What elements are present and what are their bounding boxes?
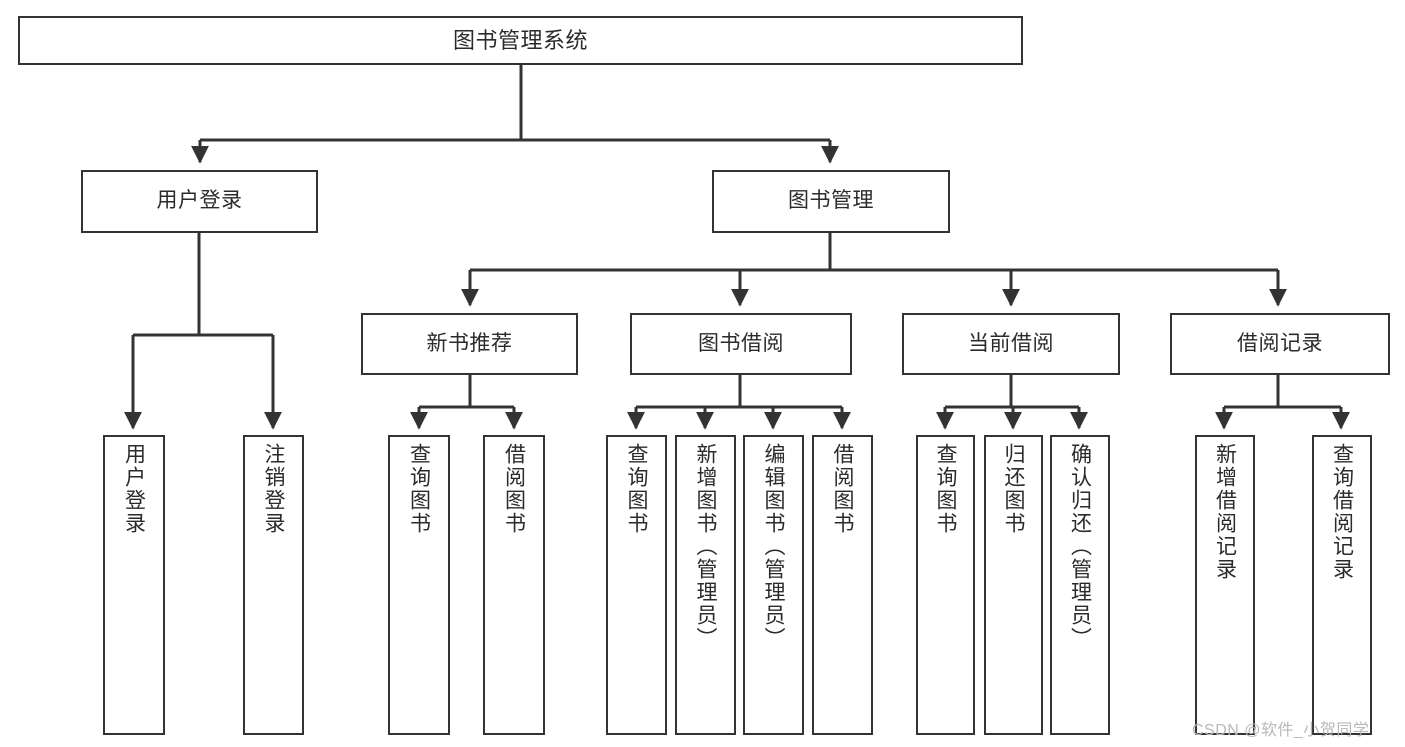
leaf-current-borrow-0[interactable]: 查询图书 <box>916 435 975 735</box>
leaf-new-book-recommend-0[interactable]: 查询图书 <box>388 435 450 735</box>
leaf-book-borrow-1-label: 新增图书（管理员） <box>694 443 717 650</box>
leaf-new-book-recommend-1-label: 借阅图书 <box>502 443 526 535</box>
leaf-borrow-record-0[interactable]: 新增借阅记录 <box>1195 435 1255 735</box>
leaf-current-borrow-2[interactable]: 确认归还（管理员） <box>1050 435 1110 735</box>
leaf-borrow-record-0-label: 新增借阅记录 <box>1213 443 1237 581</box>
node-new-book-recommend[interactable]: 新书推荐 <box>361 313 578 375</box>
node-current-borrow[interactable]: 当前借阅 <box>902 313 1120 375</box>
node-book-borrow-label: 图书借阅 <box>698 331 784 355</box>
leaf-user-login-0[interactable]: 用户登录 <box>103 435 165 735</box>
leaf-new-book-recommend-0-label: 查询图书 <box>407 443 431 535</box>
leaf-user-login-1[interactable]: 注销登录 <box>243 435 304 735</box>
leaf-current-borrow-1-label: 归还图书 <box>1002 443 1025 535</box>
leaf-book-borrow-0-label: 查询图书 <box>625 443 648 535</box>
csdn-watermark: CSDN @软件_小贺同学 <box>1192 722 1370 739</box>
node-user-login[interactable]: 用户登录 <box>81 170 318 233</box>
leaf-current-borrow-2-label: 确认归还（管理员） <box>1068 443 1092 650</box>
node-book-manage-label: 图书管理 <box>788 189 874 213</box>
leaf-book-borrow-2-label: 编辑图书（管理员） <box>762 443 785 650</box>
leaf-user-login-1-label: 注销登录 <box>262 443 285 535</box>
node-new-book-recommend-label: 新书推荐 <box>426 331 513 355</box>
leaf-book-borrow-3[interactable]: 借阅图书 <box>812 435 873 735</box>
node-root[interactable]: 图书管理系统 <box>18 16 1023 65</box>
leaf-user-login-0-label: 用户登录 <box>122 443 146 535</box>
leaf-current-borrow-1[interactable]: 归还图书 <box>984 435 1043 735</box>
leaf-book-borrow-2[interactable]: 编辑图书（管理员） <box>743 435 804 735</box>
leaf-current-borrow-0-label: 查询图书 <box>934 443 957 535</box>
node-borrow-record[interactable]: 借阅记录 <box>1170 313 1390 375</box>
leaf-borrow-record-1-label: 查询借阅记录 <box>1330 443 1354 581</box>
leaf-book-borrow-3-label: 借阅图书 <box>831 443 854 535</box>
node-book-borrow[interactable]: 图书借阅 <box>630 313 852 375</box>
node-user-login-label: 用户登录 <box>156 189 243 213</box>
leaf-book-borrow-1[interactable]: 新增图书（管理员） <box>675 435 736 735</box>
node-book-manage[interactable]: 图书管理 <box>712 170 950 233</box>
node-root-label: 图书管理系统 <box>452 27 588 53</box>
leaf-borrow-record-1[interactable]: 查询借阅记录 <box>1312 435 1372 735</box>
node-current-borrow-label: 当前借阅 <box>968 331 1054 355</box>
leaf-book-borrow-0[interactable]: 查询图书 <box>606 435 667 735</box>
node-borrow-record-label: 借阅记录 <box>1237 331 1323 355</box>
leaf-new-book-recommend-1[interactable]: 借阅图书 <box>483 435 545 735</box>
